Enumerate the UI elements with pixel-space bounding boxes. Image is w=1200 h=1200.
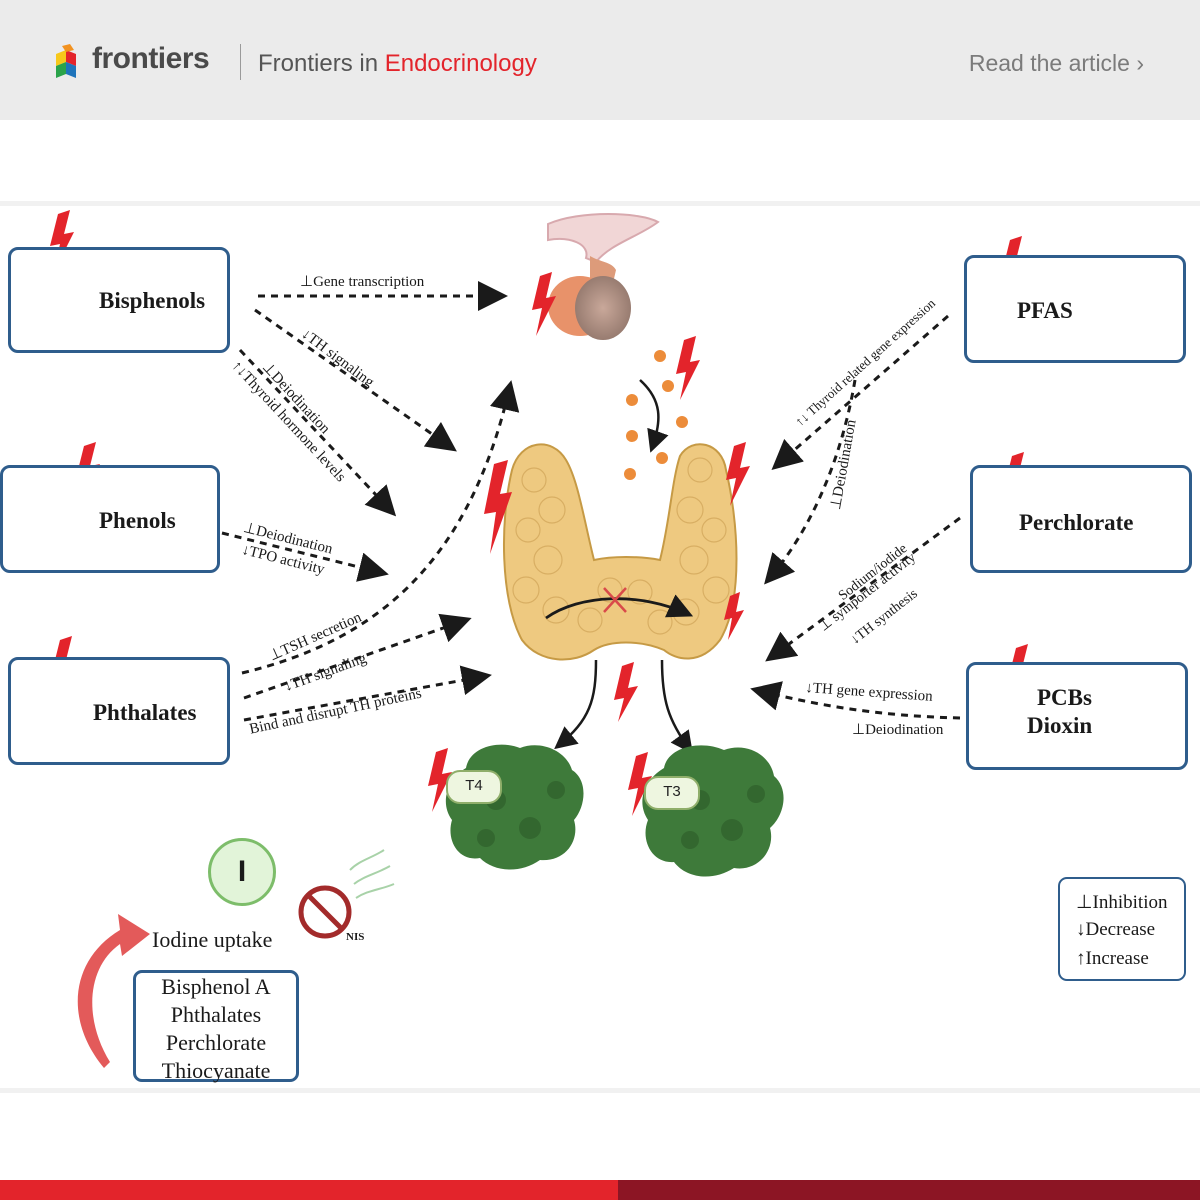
label-bisphenols: Bisphenols <box>99 288 206 313</box>
arrow-pfas-thyroid <box>771 314 949 470</box>
label-dioxin: Dioxin <box>1027 713 1093 738</box>
legend-decrease: ↓Decrease <box>1076 919 1156 940</box>
source-box-pcbs-dioxin: PCBs Dioxin <box>966 662 1188 770</box>
read-article-link[interactable]: Read the article › <box>968 50 1144 76</box>
thyroid-icon <box>502 443 738 661</box>
figure-divider-bottom <box>0 1088 1200 1093</box>
arrow-bisphenols-thyroid-2 <box>238 348 397 517</box>
nis-label: NIS <box>346 931 365 943</box>
source-box-pfas: PFAS <box>964 255 1186 363</box>
tsh-dots <box>624 350 688 480</box>
arrow-phthalates-thyroid <box>243 613 472 700</box>
legend-inhibition: ⊥Inhibition <box>1076 892 1168 913</box>
ann-deiodination-4: ⊥Deiodination <box>852 722 944 738</box>
arrow-bisphenols-thyroid <box>254 308 457 452</box>
compound-item: Bisphenol A <box>161 974 271 999</box>
frontiers-logo-icon <box>56 44 76 78</box>
arrow-phthalates-pituitary <box>241 380 520 675</box>
arrow-phthalates-thyroid-2 <box>243 665 492 722</box>
footer-bar-red <box>0 1180 618 1200</box>
header-divider <box>240 44 241 80</box>
t4-label: T4 <box>446 770 502 804</box>
label-pfas: PFAS <box>1017 298 1073 323</box>
ann-gene-transcription: ⊥Gene transcription <box>300 274 425 290</box>
source-box-phenols: Phenols <box>0 465 220 573</box>
figure-divider-top <box>0 201 1200 206</box>
footer-bar-darkred <box>618 1180 1200 1200</box>
compound-item: Thiocyanate <box>161 1058 271 1083</box>
label-perchlorate: Perchlorate <box>1019 510 1134 535</box>
pituitary-icon <box>547 213 660 340</box>
label-phthalates: Phthalates <box>93 700 197 725</box>
source-box-bisphenols: Bisphenols <box>8 247 230 353</box>
label-phenols: Phenols <box>99 508 176 533</box>
t3-label: T3 <box>644 776 700 810</box>
compound-list-box: Bisphenol A Phthalates Perchlorate Thioc… <box>133 970 299 1083</box>
arrow-pcbs-thyroid <box>750 681 961 720</box>
arrow-perchlorate-thyroid <box>765 516 961 662</box>
source-box-phthalates: Phthalates <box>8 657 230 765</box>
legend: ⊥Inhibition ↓Decrease ↑Increase <box>1058 877 1186 981</box>
curved-arrow-icon <box>77 914 150 1068</box>
brand-name[interactable]: frontiers <box>92 42 210 75</box>
compound-item: Phthalates <box>170 1002 262 1027</box>
compound-item: Perchlorate <box>165 1030 267 1055</box>
iodine-uptake-label: Iodine uptake <box>152 927 273 952</box>
iodine-icon: I <box>208 838 276 906</box>
label-pcbs: PCBs <box>1037 685 1092 710</box>
header-bar: frontiers Frontiers in Endocrinology Rea… <box>0 0 1200 120</box>
legend-increase: ↑Increase <box>1076 948 1149 969</box>
journal-title[interactable]: Frontiers in Endocrinology <box>258 50 537 77</box>
no-sign-icon <box>298 849 395 939</box>
source-box-perchlorate: Perchlorate <box>970 465 1192 573</box>
arrow-phenols-thyroid <box>221 531 389 582</box>
hormone-icon <box>445 744 784 877</box>
